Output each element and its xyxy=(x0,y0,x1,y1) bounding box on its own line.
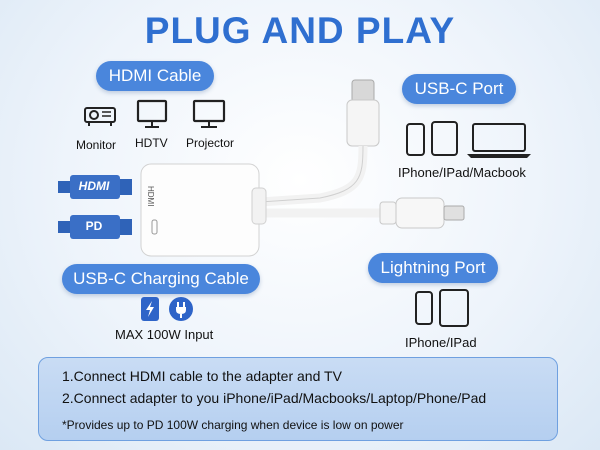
hdmi-connector-icon xyxy=(58,175,132,199)
devices-icon xyxy=(406,121,531,158)
tv-icon xyxy=(136,99,168,128)
adapter-illustration xyxy=(140,79,465,257)
lightning-devices-label: IPhone/IPad xyxy=(405,335,477,350)
projector-icon xyxy=(84,107,116,126)
hdmi-connector-label: HDMI xyxy=(78,179,110,193)
pd-connector-icon xyxy=(58,215,132,239)
device-label-hdtv: HDTV xyxy=(135,136,168,150)
usb-c-charging-pill: USB-C Charging Cable xyxy=(62,264,260,294)
charging-caption: MAX 100W Input xyxy=(115,327,214,342)
hdmi-cable-pill: HDMI Cable xyxy=(96,61,214,91)
power-plug-icon xyxy=(169,297,193,321)
page-title: PLUG AND PLAY xyxy=(144,10,456,51)
device-label-projector: Projector xyxy=(186,136,235,150)
phone-tablet-icon xyxy=(415,289,469,327)
instruction-step-2: 2.Connect adapter to you iPhone/iPad/Mac… xyxy=(62,390,487,406)
instruction-note: *Provides up to PD 100W charging when de… xyxy=(62,418,404,432)
battery-charging-icon xyxy=(141,297,159,321)
device-label-monitor: Monitor xyxy=(76,138,117,152)
screen-icon xyxy=(192,99,226,128)
instructions-box xyxy=(38,357,558,441)
usb-c-port-pill: USB-C Port xyxy=(402,74,516,104)
adapter-hdmi-label: HDMI xyxy=(146,186,155,207)
instruction-step-1: 1.Connect HDMI cable to the adapter and … xyxy=(62,368,342,384)
lightning-port-pill: Lightning Port xyxy=(368,253,498,283)
usb-c-devices-label: IPhone/IPad/Macbook xyxy=(398,165,526,180)
pd-connector-label: PD xyxy=(85,219,103,233)
